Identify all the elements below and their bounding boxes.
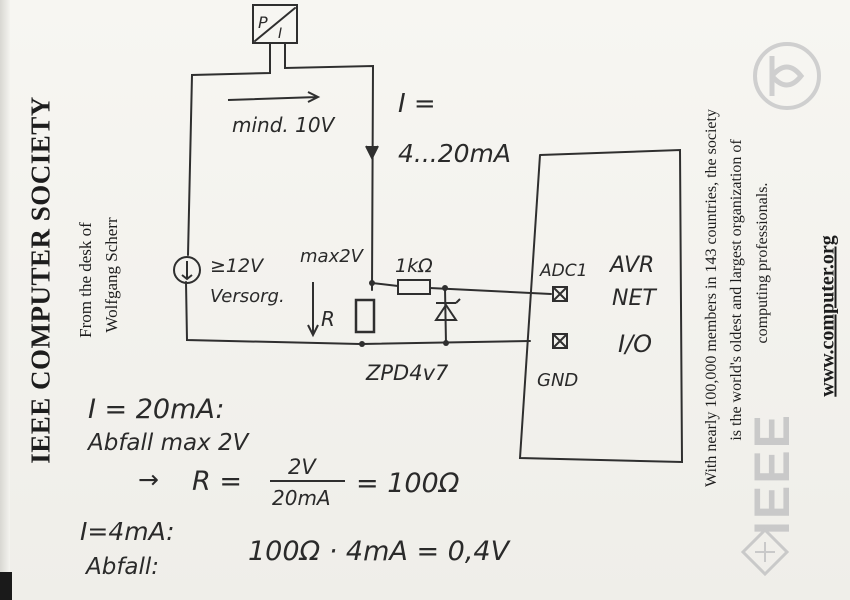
supply-voltage-label: ≥12V	[210, 255, 265, 277]
circuit-wiring	[185, 4, 684, 464]
sensor-box	[252, 4, 298, 44]
min-voltage-label: mind. 10V	[232, 113, 336, 137]
module-line-io: I/O	[618, 330, 652, 358]
scan-corner-shadow	[0, 572, 12, 600]
drop-arrow	[307, 282, 319, 338]
adc1-pin-label: ADC1	[539, 261, 587, 281]
fraction-denominator: 20mA	[272, 486, 331, 510]
note-drop-calc: 100Ω · 4mA = 0,4V	[248, 536, 512, 567]
gnd-pin-label: GND	[537, 370, 578, 391]
sensor-label-p: P	[258, 13, 268, 32]
computer-society-logo	[753, 42, 821, 110]
note-r-result: = 100Ω	[356, 468, 460, 499]
resistor-1k-label: 1kΩ	[395, 255, 433, 277]
current-arrow	[365, 145, 379, 161]
note-arrow: →	[138, 465, 159, 494]
module-line-net: NET	[612, 286, 657, 311]
zener-diode	[434, 298, 461, 321]
resistor-r	[354, 298, 376, 334]
note-r-equals: R =	[192, 466, 242, 497]
gnd-terminal	[552, 333, 568, 349]
supply-source-symbol	[173, 256, 201, 284]
paper-left-edge	[0, 0, 10, 600]
current-range: 4...20mA	[398, 139, 511, 168]
max-drop-label: max2V	[300, 246, 365, 267]
voltage-arrow	[227, 91, 321, 103]
note-drop-label: Abfall:	[84, 554, 159, 580]
fraction-numerator: 2V	[288, 455, 317, 479]
note-current-4ma: I=4mA:	[80, 517, 175, 546]
adc1-terminal	[552, 286, 568, 302]
current-label: I =	[398, 89, 436, 119]
ieee-diamond-logo	[740, 527, 790, 577]
resistor-1k	[397, 279, 431, 295]
zener-label: ZPD4v7	[365, 361, 449, 385]
note-max-drop: Abfall max 2V	[86, 430, 251, 456]
supply-label: Versorg.	[210, 286, 285, 307]
module-line-avr: AVR	[608, 253, 654, 278]
sensor-label-i: I	[278, 26, 282, 42]
note-current-20ma: I = 20mA:	[88, 394, 224, 425]
resistor-r-label: R	[321, 307, 335, 331]
